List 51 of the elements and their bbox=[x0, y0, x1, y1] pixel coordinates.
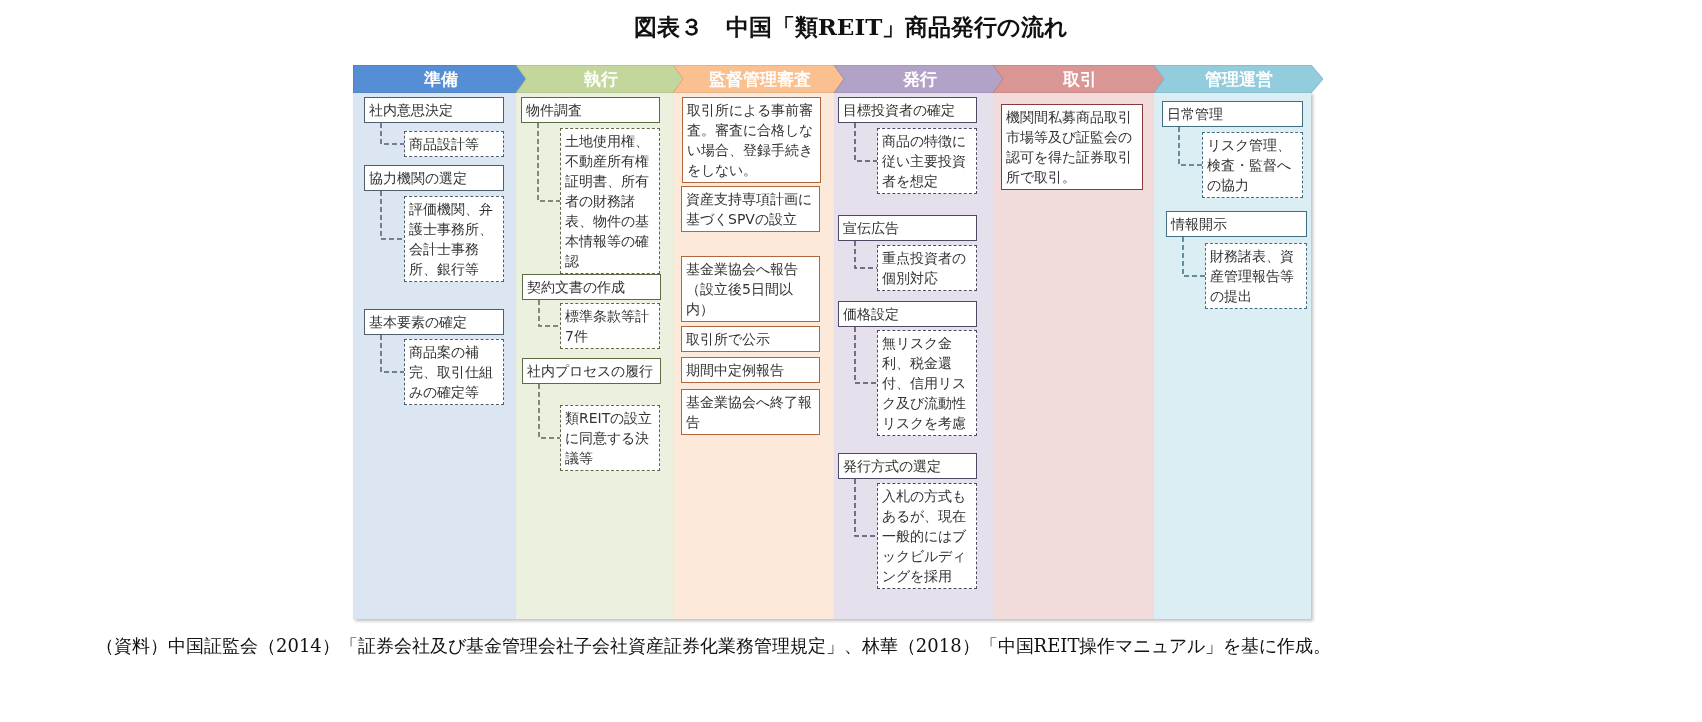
detail-box: 無リスク金利、税金還付、信用リスク及び流動性リスクを考慮 bbox=[877, 330, 977, 436]
step-box: 取引所による事前審査。審査に合格しない場合、登録手続きをしない。 bbox=[682, 97, 821, 183]
connector-line bbox=[854, 478, 878, 537]
step-box: 価格設定 bbox=[838, 301, 977, 327]
step-box: 機関間私募商品取引市場等及び証監会の認可を得た証券取引所で取引。 bbox=[1001, 104, 1143, 190]
detail-box: 類REITの設立に同意する決議等 bbox=[560, 405, 660, 471]
step-box: 資産支持専項計画に基づくSPVの設立 bbox=[681, 186, 820, 232]
connector-line bbox=[380, 334, 405, 373]
step-box: 協力機関の選定 bbox=[364, 165, 504, 191]
connector-line bbox=[538, 299, 561, 327]
step-box: 期間中定例報告 bbox=[681, 357, 820, 383]
step-box: 契約文書の作成 bbox=[522, 274, 661, 300]
detail-box: 土地使用権、不動産所有権証明書、所有者の財務諸表、物件の基本情報等の確認 bbox=[560, 128, 660, 274]
diagram-title: 図表３ 中国「類REIT」商品発行の流れ bbox=[632, 12, 1070, 42]
step-box: 物件調査 bbox=[521, 97, 660, 123]
detail-box: 商品の特徴に従い主要投資者を想定 bbox=[877, 128, 977, 194]
stage-heading: 管理運営 bbox=[1203, 68, 1274, 91]
connector-line bbox=[1178, 126, 1203, 166]
detail-box: 財務諸表、資産管理報告等の提出 bbox=[1205, 243, 1307, 309]
detail-box: 標準条款等計7件 bbox=[560, 303, 660, 349]
connector-line bbox=[380, 122, 405, 145]
stage-heading: 取引 bbox=[1061, 68, 1098, 91]
stage-heading: 執行 bbox=[582, 68, 619, 91]
step-box: 基本要素の確定 bbox=[364, 309, 504, 335]
step-box: 日常管理 bbox=[1162, 101, 1303, 127]
detail-box: 商品案の補完、取引仕組みの確定等 bbox=[404, 339, 504, 405]
step-box: 取引所で公示 bbox=[681, 326, 820, 352]
step-box: 発行方式の選定 bbox=[838, 453, 977, 479]
stage-heading: 監督管理審査 bbox=[707, 68, 812, 91]
step-box: 情報開示 bbox=[1166, 211, 1307, 237]
step-box: 目標投資者の確定 bbox=[838, 97, 977, 123]
step-box: 社内プロセスの履行 bbox=[522, 358, 661, 384]
step-box: 宣伝広告 bbox=[838, 215, 977, 241]
detail-box: 商品設計等 bbox=[404, 131, 504, 157]
connector-line bbox=[854, 326, 878, 384]
detail-box: 入札の方式もあるが、現在一般的にはブックビルディングを採用 bbox=[877, 483, 977, 589]
connector-line bbox=[854, 122, 878, 162]
connector-line bbox=[538, 383, 561, 439]
step-box: 基金業協会へ報告（設立後5日間以内） bbox=[681, 256, 820, 322]
detail-box: リスク管理、検査・監督への協力 bbox=[1202, 132, 1303, 198]
connector-line bbox=[854, 240, 878, 269]
step-box: 基金業協会へ終了報告 bbox=[681, 389, 820, 435]
stage-heading: 準備 bbox=[422, 68, 459, 91]
step-box: 社内意思決定 bbox=[364, 97, 504, 123]
connector-line bbox=[537, 122, 561, 202]
source-note: （資料）中国証監会（2014）「証券会社及び基金管理会社子会社資産証券化業務管理規定」、林華（2018）「中国REIT操作マニュアル」を基に作成。 bbox=[96, 634, 1333, 658]
connector-line bbox=[380, 190, 405, 240]
detail-box: 重点投資者の個別対応 bbox=[877, 245, 977, 291]
stage-heading: 発行 bbox=[901, 68, 938, 91]
detail-box: 評価機関、弁護士事務所、会計士事務所、銀行等 bbox=[404, 196, 504, 282]
connector-line bbox=[1182, 236, 1206, 277]
